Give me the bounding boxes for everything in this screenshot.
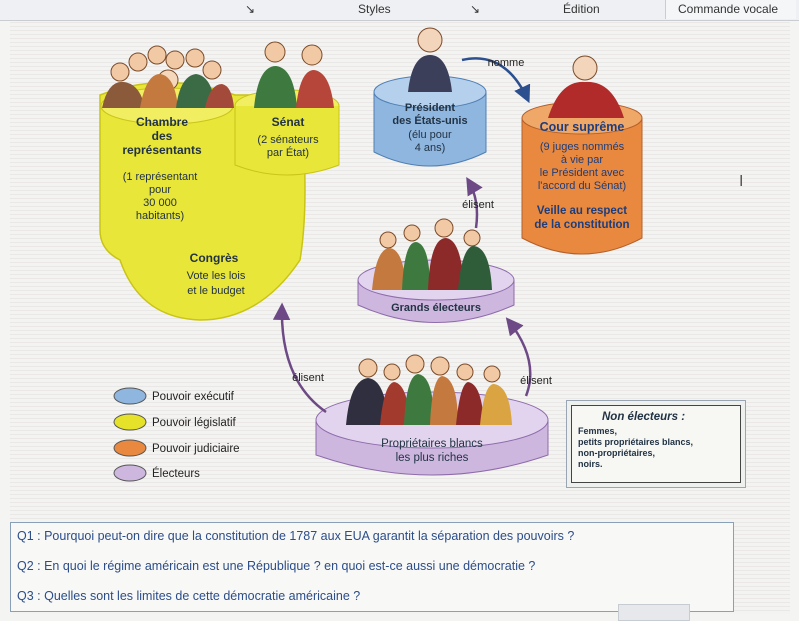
non-electeurs-item: Femmes, [578,426,618,436]
question-1[interactable]: Q1 : Pourquoi peut-on dire que la consti… [17,529,575,543]
non-electeurs-item: petits propriétaires blancs, [578,437,694,447]
svg-text:de la constitution: de la constitution [534,219,629,231]
cour-title: Cour suprême [540,120,625,134]
svg-text:4 ans): 4 ans) [415,142,446,154]
elisent-right-label: élisent [520,375,552,387]
svg-text:(2 sénateurs: (2 sénateurs [257,134,319,146]
svg-text:Veille au respect: Veille au respect [537,205,627,217]
svg-text:(élu pour: (élu pour [408,129,452,141]
question-3[interactable]: Q3 : Quelles sont les limites de cette d… [17,589,361,603]
senat-detail: (2 sénateurs par État) [257,134,319,159]
svg-text:habitants): habitants) [136,210,184,222]
svg-text:(1 représentant: (1 représentant [123,171,198,183]
svg-text:(9 juges nommés: (9 juges nommés [540,141,625,153]
svg-text:des: des [152,129,173,143]
representants-figures [102,45,234,108]
svg-text:le Président avec: le Président avec [540,167,625,179]
cour-detail: (9 juges nommés à vie par le Président a… [538,141,626,192]
legend-swatch-executif [113,387,147,405]
nomme-arrow [461,57,531,104]
svg-text:des États-unis: des États-unis [392,114,467,127]
svg-text:à vie par: à vie par [561,154,604,166]
president-figure [408,27,452,92]
legend-label-executif: Pouvoir exécutif [152,391,235,403]
svg-text:l'accord du Sénat): l'accord du Sénat) [538,180,626,192]
legend-label-legislatif: Pouvoir législatif [152,417,237,429]
edition-group-label[interactable]: Édition [563,2,600,16]
question-2[interactable]: Q2 : En quoi le régime américain est une… [17,559,536,573]
legend-swatch-legislatif [113,413,147,431]
svg-text:Chambre: Chambre [136,115,188,129]
chambre-label: Chambre des représentants [122,115,202,157]
legend-swatch-judiciaire [113,439,147,457]
non-electeurs-inner: Non électeurs : Femmes, petits propriéta… [571,405,741,483]
zoom-tab[interactable] [618,604,690,621]
cour-cylinder [521,118,643,255]
svg-text:par État): par État) [267,146,309,159]
styles-group-label: Styles [358,2,391,16]
svg-text:représentants: représentants [122,143,202,157]
elisent-top-arrow [466,176,483,229]
svg-text:30 000: 30 000 [143,197,177,209]
nomme-label: nomme [488,57,525,69]
legend-label-electeurs: Électeurs [152,467,200,480]
legend-swatch-electeurs [113,464,147,482]
non-electeurs-box: Non électeurs : Femmes, petits propriéta… [566,400,746,488]
svg-text:pour: pour [149,184,171,196]
juge-figure [548,55,624,118]
legend: Pouvoir exécutif Pouvoir législatif Pouv… [113,387,240,482]
elisent-left-label: élisent [292,372,324,384]
proprietaires-label: Propriétaires blancs les plus riches [381,438,483,464]
svg-text:et le budget: et le budget [187,285,245,297]
svg-text:les plus riches: les plus riches [396,452,469,464]
non-electeurs-item: non-propriétaires, [578,448,656,458]
svg-text:Président: Président [405,102,455,114]
questions-box[interactable]: Q1 : Pourquoi peut-on dire que la consti… [10,522,734,612]
svg-text:Vote les lois: Vote les lois [187,270,246,282]
grands-electeurs-figures [372,218,492,290]
styles-dialog-launcher-icon[interactable]: ↘ [245,2,256,16]
senat-shape [234,106,340,176]
chambre-detail: (1 représentant pour 30 000 habitants) [123,171,198,222]
cour-role: Veille au respect de la constitution [534,205,629,231]
legend-label-judiciaire: Pouvoir judiciaire [152,443,240,455]
text-cursor-icon: I [739,173,743,190]
senat-label: Sénat [272,115,305,129]
proprietaires-figures [346,354,512,425]
word-ribbon: ↘ Styles ↘ Édition Commande vocale [0,0,799,21]
president-label: Président des États-unis (élu pour 4 ans… [392,102,467,154]
non-electeurs-title: Non électeurs : [602,411,686,423]
voice-command-group[interactable]: Commande vocale [665,0,796,19]
styles-launcher-icon[interactable]: ↘ [470,2,481,16]
non-electeurs-item: noirs. [578,459,603,469]
senat-figures [254,41,334,108]
svg-text:Propriétaires blancs: Propriétaires blancs [381,438,483,450]
elisent-top-label: élisent [462,199,494,211]
elisent-left-arrow [272,302,327,414]
voice-command-label[interactable]: Commande vocale [678,2,779,16]
elisent-right-arrow [505,317,532,397]
congres-detail: Vote les lois et le budget [187,270,246,297]
congres-title: Congrès [190,251,239,265]
grands-electeurs-label: Grands électeurs [391,302,481,314]
president-cylinder [373,92,487,167]
